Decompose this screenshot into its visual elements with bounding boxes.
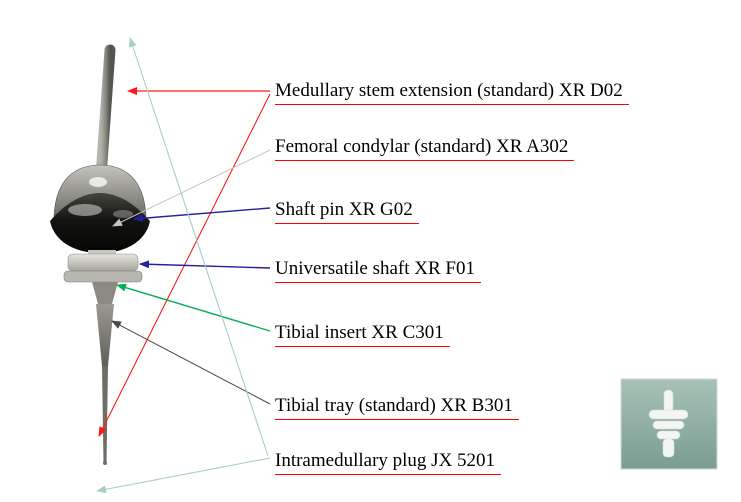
plug-shape xyxy=(648,389,689,458)
intramedullary-plug-inset xyxy=(620,378,718,470)
condylar-highlight xyxy=(89,177,107,187)
label-tibial-insert: Tibial insert XR C301 xyxy=(275,321,450,347)
arrow-plug-top xyxy=(129,37,269,457)
arrow-tibial-tray xyxy=(111,320,271,405)
label-tibial-tray: Tibial tray (standard) XR B301 xyxy=(275,394,519,420)
label-femoral-condylar: Femoral condylar (standard) XR A302 xyxy=(275,135,575,161)
arrow-tibial-insert xyxy=(116,283,271,332)
tibial-cone-shape xyxy=(96,304,114,366)
condyle-reflection-2 xyxy=(113,210,133,218)
distal-stem-shape xyxy=(102,366,108,463)
label-medullary-stem-extension-text: Medullary stem extension (standard) XR D… xyxy=(275,79,629,105)
condyle-black-shape xyxy=(50,193,150,253)
distal-stem-tip xyxy=(103,461,107,465)
label-intramedullary-plug: Intramedullary plug JX 5201 xyxy=(275,449,502,475)
tibial-insert-shape xyxy=(67,253,139,272)
label-tibial-tray-text: Tibial tray (standard) XR B301 xyxy=(275,394,519,420)
condyle-reflection xyxy=(68,204,102,216)
label-shaft-pin: Shaft pin XR G02 xyxy=(275,198,419,224)
label-medullary-stem-extension: Medullary stem extension (standard) XR D… xyxy=(275,79,629,105)
leader-arrows xyxy=(96,37,271,494)
label-femoral-condylar-text: Femoral condylar (standard) XR A302 xyxy=(275,135,575,161)
tibial-tray-shape xyxy=(63,270,143,283)
label-universatile-shaft: Universatile shaft XR F01 xyxy=(275,257,482,283)
label-shaft-pin-text: Shaft pin XR G02 xyxy=(275,198,419,224)
label-universatile-shaft-text: Universatile shaft XR F01 xyxy=(275,257,482,283)
femoral-stem-shape xyxy=(95,44,116,182)
arrow-plug-bottom xyxy=(96,457,271,494)
knee-implant-illustration xyxy=(50,44,150,465)
arrow-femoral-condylar xyxy=(112,149,271,227)
label-intramedullary-plug-text: Intramedullary plug JX 5201 xyxy=(275,449,502,475)
label-tibial-insert-text: Tibial insert XR C301 xyxy=(275,321,450,347)
arrow-shaft-pin xyxy=(133,207,271,223)
tray-collar-shape xyxy=(92,282,118,304)
